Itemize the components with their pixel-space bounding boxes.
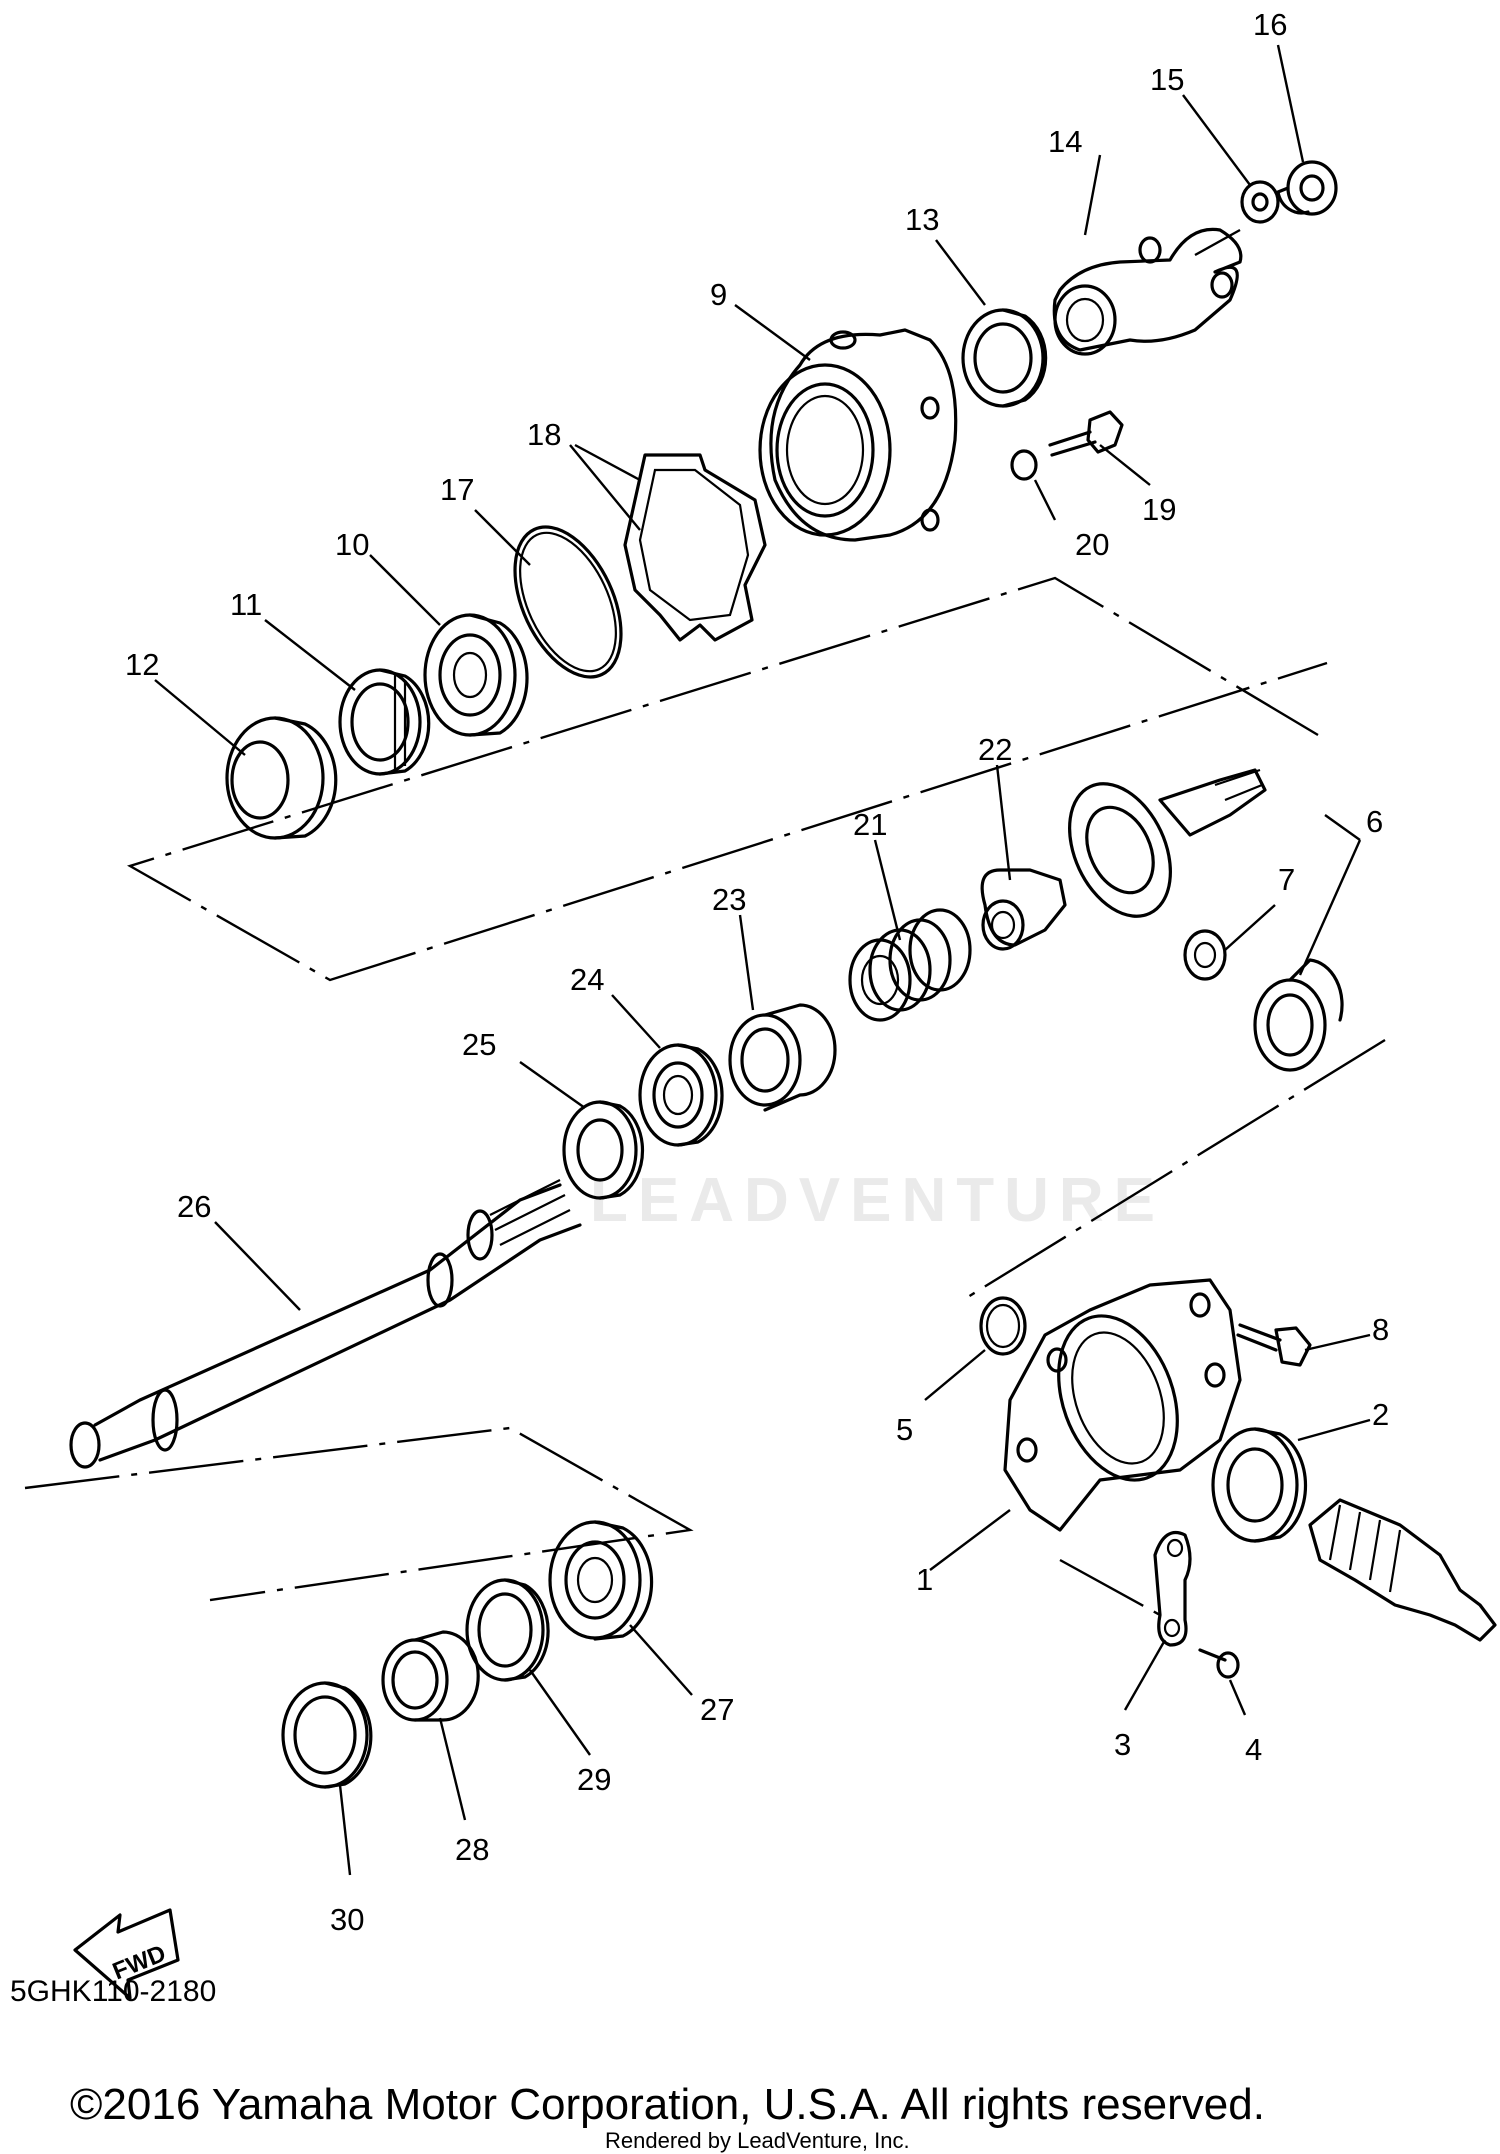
part-30-oil-seal	[281, 1681, 373, 1789]
callout-2: 2	[1372, 1397, 1389, 1432]
part-9-bearing-housing	[758, 328, 958, 542]
copyright-notice: ©2016 Yamaha Motor Corporation, U.S.A. A…	[70, 2080, 1265, 2129]
part-15-washer	[1240, 180, 1280, 224]
callout-22: 22	[978, 732, 1012, 767]
callout-21: 21	[853, 807, 887, 842]
part-17-o-ring	[513, 525, 623, 679]
part-11-ring-nut	[338, 668, 431, 776]
callout-30: 30	[330, 1902, 364, 1937]
part-8-bolt	[1236, 1323, 1312, 1367]
callout-27: 27	[700, 1692, 734, 1727]
part-7-nut	[1183, 929, 1227, 981]
part-21-spring	[848, 908, 972, 1022]
part-20-washer	[1010, 449, 1038, 481]
callout-7: 7	[1278, 862, 1295, 897]
part-25-bearing	[562, 1100, 645, 1200]
part-10-bearing	[423, 613, 529, 737]
part-2-bearing	[1211, 1427, 1308, 1543]
part-18-gasket	[623, 453, 767, 642]
callout-29: 29	[577, 1762, 611, 1797]
assembly-boundary-lines	[24, 576, 1386, 1617]
part-12-oil-seal	[225, 716, 338, 840]
callout-25: 25	[462, 1027, 496, 1062]
part-24-bearing	[638, 1043, 724, 1147]
callout-23: 23	[712, 882, 746, 917]
pinion-shaft	[1308, 1498, 1497, 1642]
callout-10: 10	[335, 527, 369, 562]
leader-lines	[154, 44, 1371, 1876]
callout-6: 6	[1366, 804, 1383, 839]
part-1-housing	[1003, 1278, 1242, 1532]
callout-19: 19	[1142, 492, 1176, 527]
part-28-collar	[381, 1630, 480, 1722]
part-22-cam	[980, 868, 1067, 951]
callout-labels: 16 15 14 13 9 18 17 19 20 10 11 12 22 6 …	[125, 7, 1389, 1937]
watermark: LEADVENTURE	[590, 1166, 1166, 1235]
callout-24: 24	[570, 962, 604, 997]
callout-3: 3	[1114, 1727, 1131, 1762]
callout-9: 9	[710, 277, 727, 312]
part-3-lock-plate	[1153, 1530, 1192, 1647]
callout-1: 1	[916, 1562, 933, 1597]
part-13-oil-seal	[961, 308, 1048, 408]
callout-8: 8	[1372, 1312, 1389, 1347]
diagram-reference-code: 5GHK110-2180	[10, 1975, 217, 2008]
callout-13: 13	[905, 202, 939, 237]
part-19-bolt	[1048, 410, 1124, 457]
callout-20: 20	[1075, 527, 1109, 562]
part-23-bushing	[728, 1003, 837, 1112]
callout-15: 15	[1150, 62, 1184, 97]
callout-16: 16	[1253, 7, 1287, 42]
part-27-bearing	[548, 1520, 654, 1641]
part-6-gear-set	[1068, 768, 1344, 1072]
part-29-ring-nut	[465, 1578, 550, 1682]
callout-26: 26	[177, 1189, 211, 1224]
callout-18: 18	[527, 417, 561, 452]
callout-17: 17	[440, 472, 474, 507]
part-4-screw	[1198, 1648, 1240, 1679]
part-5-o-ring	[979, 1296, 1027, 1356]
part-14-yoke	[1052, 227, 1243, 356]
rendered-by-credit: Rendered by LeadVenture, Inc.	[605, 2128, 910, 2153]
callout-14: 14	[1048, 124, 1082, 159]
part-16-nut	[1276, 160, 1338, 216]
callout-4: 4	[1245, 1732, 1262, 1767]
callout-12: 12	[125, 647, 159, 682]
callout-5: 5	[896, 1412, 913, 1447]
part-26-drive-shaft	[69, 1179, 582, 1469]
callout-28: 28	[455, 1832, 489, 1867]
callout-11: 11	[230, 587, 262, 622]
